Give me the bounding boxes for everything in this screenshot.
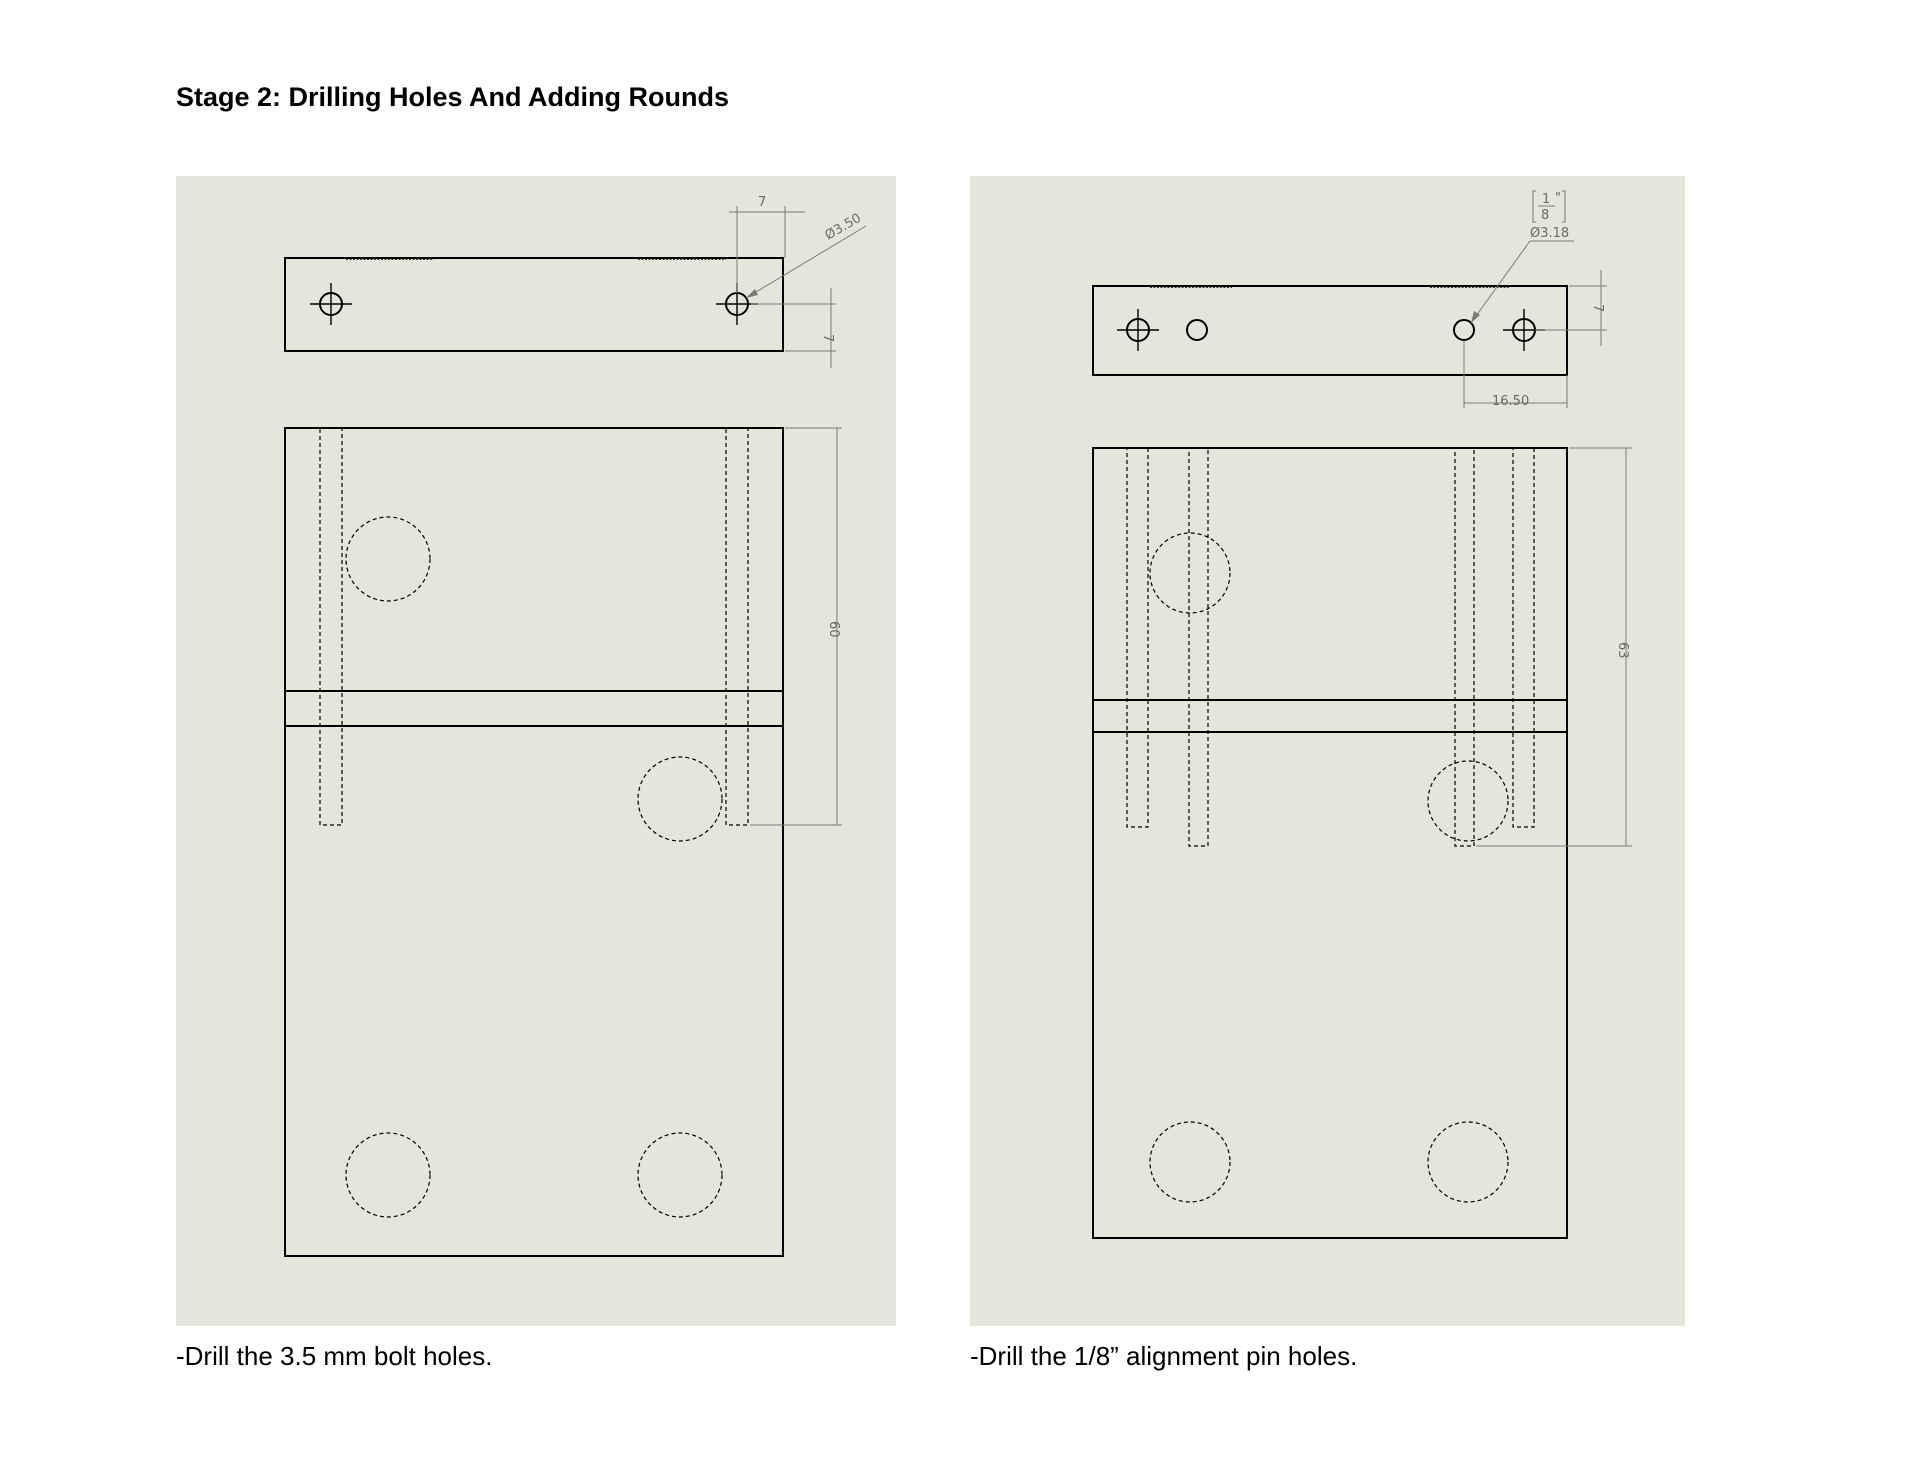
dim-offset: 16.50 (1492, 394, 1529, 409)
pin-hole-left (1186, 319, 1208, 341)
hidden-bolt-hole-left (319, 427, 343, 826)
dim-side-height: 7 (1590, 304, 1605, 312)
hidden-round-upper-left (345, 516, 431, 602)
top-view-outline (284, 257, 784, 352)
hidden-round-lower-left (345, 1132, 431, 1218)
hidden-bolt-hole-right (725, 427, 749, 826)
dim-top-width: 7 (758, 195, 766, 210)
hidden-bolt-hole-left (1126, 447, 1149, 828)
front-view-outline (284, 427, 784, 1257)
front-view-outline (1092, 447, 1568, 1239)
hidden-pin-hole-left (1188, 447, 1209, 847)
bolt-hole-left (310, 283, 352, 325)
hole-leader-line (745, 225, 867, 299)
caption-alignment-pin-holes: -Drill the 1/8” alignment pin holes. (970, 1341, 1358, 1371)
hidden-pin-hole-right (1454, 447, 1475, 847)
pin-hole-right (1453, 319, 1475, 341)
hidden-round-upper-left (1149, 532, 1231, 614)
drawing-alignment-pin-holes: 1 8 " Ø3.18 7 16.50 63 (1092, 190, 1632, 1239)
dim-pin-diameter: Ø3.18 (1530, 226, 1569, 241)
page-title: Stage 2: Drilling Holes And Adding Round… (176, 82, 729, 112)
drawing-panel-alignment-pin-holes: 1 8 " Ø3.18 7 16.50 63 (970, 176, 1685, 1326)
bolt-hole-left (1117, 309, 1159, 351)
top-view-outline (1092, 285, 1568, 376)
hidden-round-lower-right (1427, 1121, 1509, 1203)
hidden-round-middle-right (637, 756, 723, 842)
dim-length: 60 (826, 621, 841, 638)
dim-hole-diameter: Ø3.50 (823, 211, 864, 244)
dim-length: 63 (1615, 642, 1630, 659)
hidden-round-lower-left (1149, 1121, 1231, 1203)
fraction-numerator: 1 (1542, 192, 1550, 207)
fraction-unit: " (1555, 191, 1561, 206)
drawing-bolt-holes: 7 Ø3.50 7 60 (284, 195, 867, 1257)
hidden-round-lower-right (637, 1132, 723, 1218)
dim-side-height: 7 (820, 334, 835, 342)
hidden-round-middle-right (1427, 760, 1509, 842)
caption-bolt-holes: -Drill the 3.5 mm bolt holes. (176, 1341, 493, 1371)
pin-leader-line (1470, 240, 1531, 324)
hidden-bolt-hole-right (1512, 447, 1535, 828)
fraction-callout: 1 8 " (1532, 190, 1566, 223)
fraction-denominator: 8 (1541, 208, 1549, 223)
drawing-panel-bolt-holes: 7 Ø3.50 7 60 (176, 176, 896, 1326)
